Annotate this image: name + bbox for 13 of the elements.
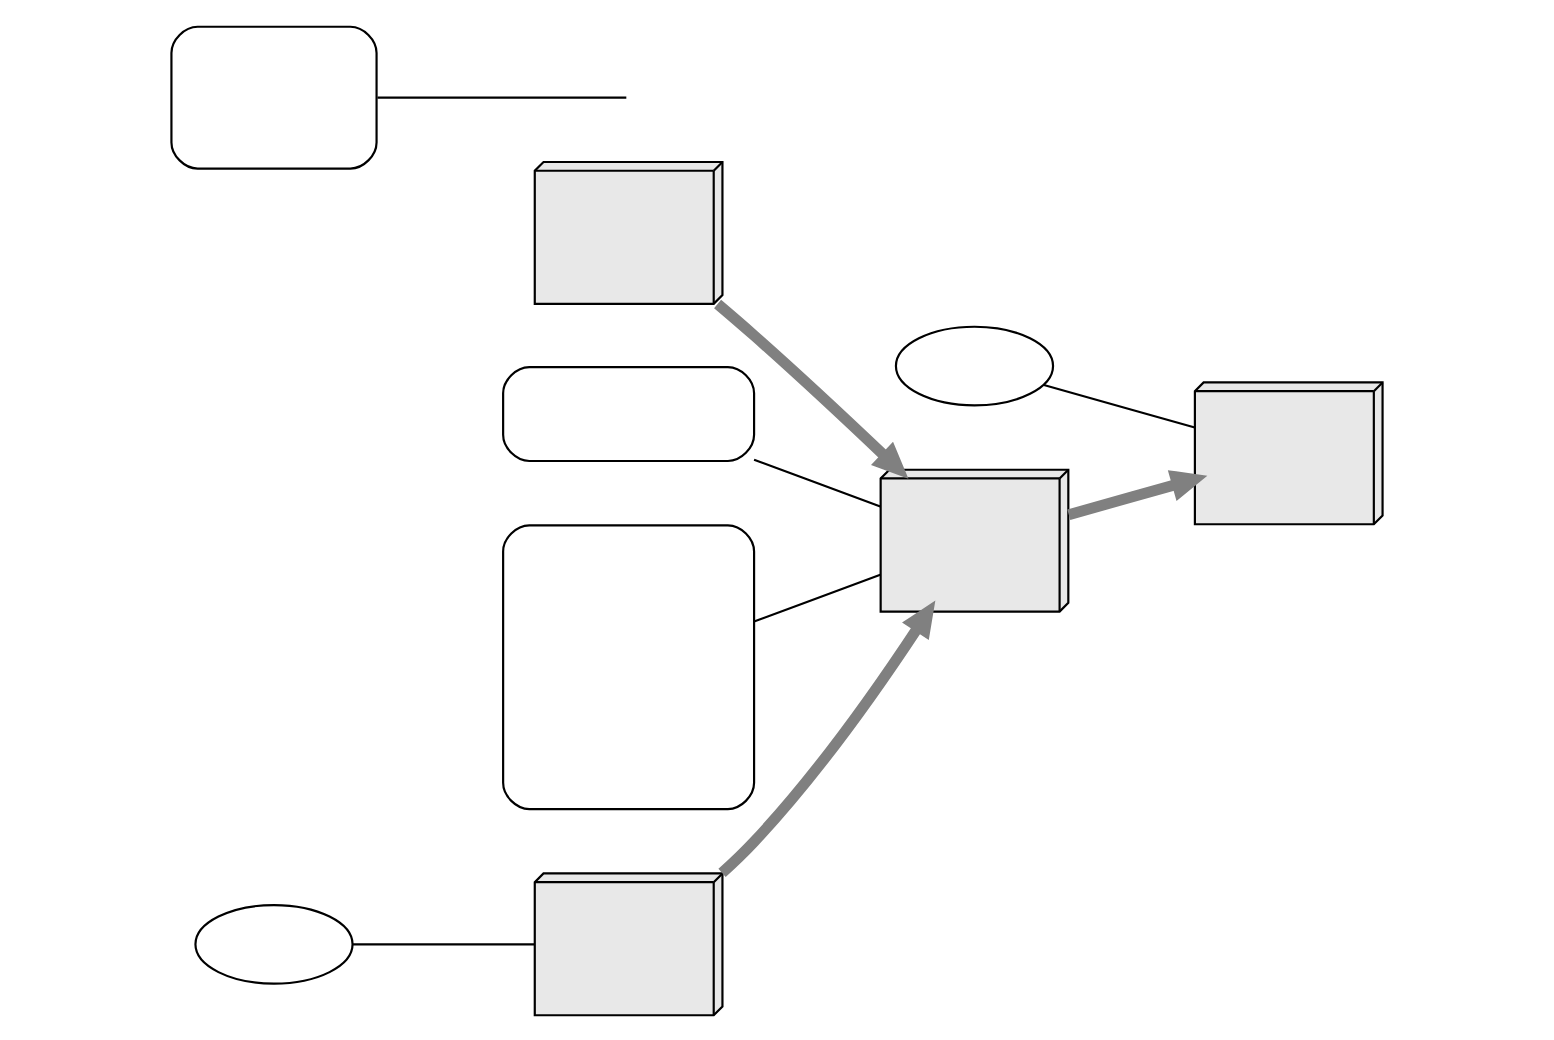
arrow xyxy=(1067,469,1208,519)
node-box xyxy=(502,523,756,810)
node-box xyxy=(502,365,756,462)
node-box xyxy=(170,24,378,169)
arrow xyxy=(714,298,909,478)
node-ellipse xyxy=(894,324,1055,406)
connector xyxy=(353,942,535,945)
arrow xyxy=(718,599,936,876)
node-ellipse xyxy=(194,903,354,984)
connector xyxy=(377,95,627,98)
connector xyxy=(1043,382,1196,428)
connector xyxy=(753,572,881,622)
connector xyxy=(753,457,881,507)
